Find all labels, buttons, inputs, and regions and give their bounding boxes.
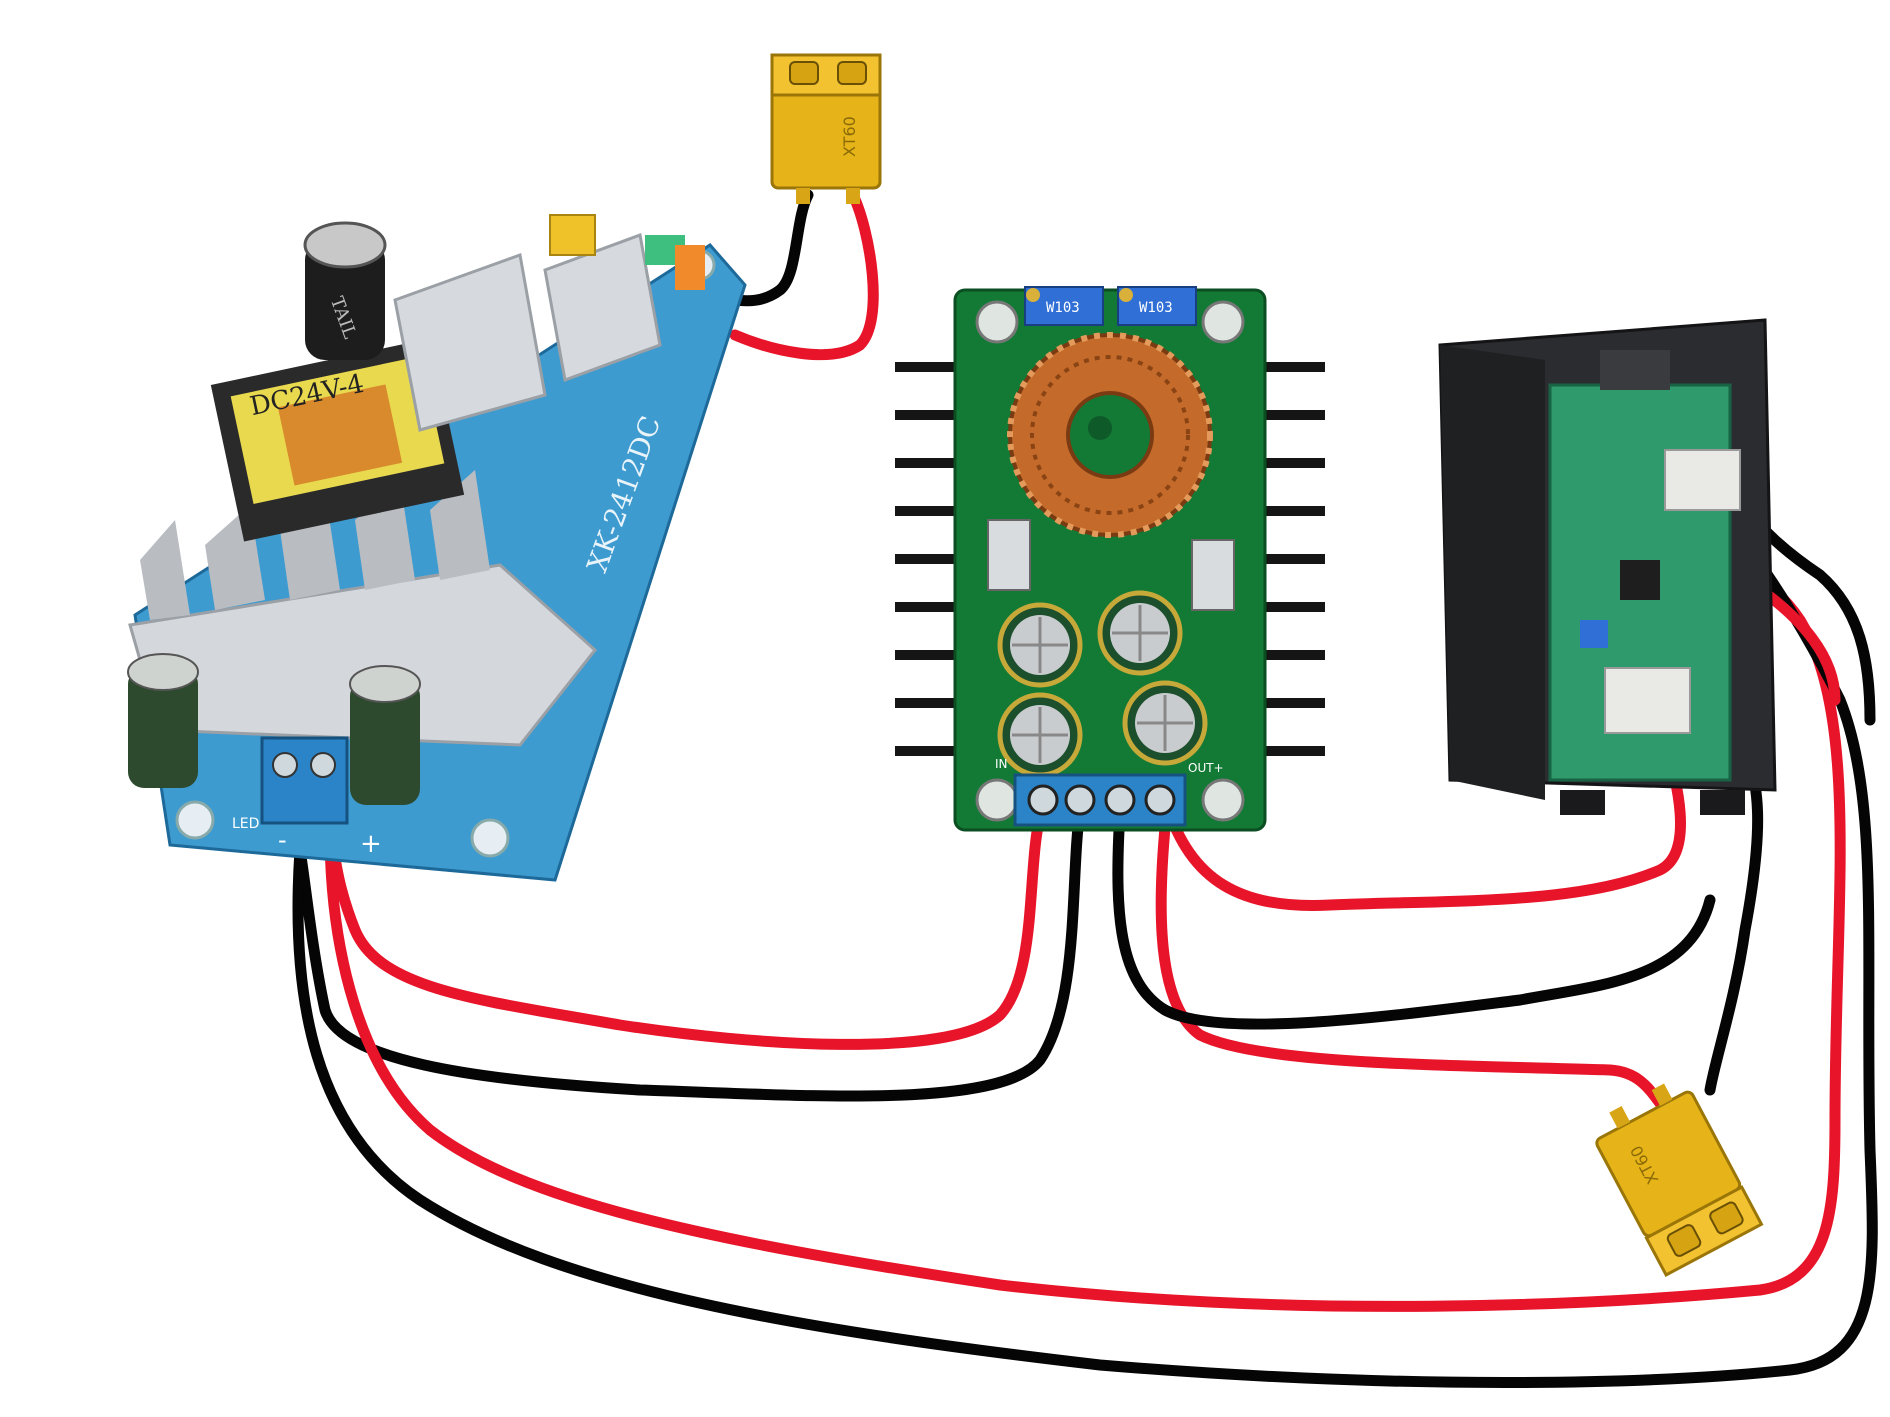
xt60-top-label: XT60 xyxy=(840,116,859,157)
xt60-connector-icon: XT60 xyxy=(1595,1083,1764,1277)
meter-chip xyxy=(1620,560,1660,600)
psu-board: DC24V-4 TAIL XK-2412DC xyxy=(127,214,747,882)
wire-black-psu-long xyxy=(292,504,1878,1388)
wire-black-converter-out xyxy=(1112,804,1716,1030)
meter-case-side xyxy=(1440,345,1545,800)
meter-foot xyxy=(1560,790,1605,815)
converter-mount-hole xyxy=(975,778,1019,822)
xt60-connector-icon: XT60 xyxy=(770,53,882,204)
psu-mount-hole xyxy=(470,818,510,858)
meter-foot xyxy=(1700,790,1745,815)
meter-jst-bottom xyxy=(1604,667,1691,734)
psu-mount-hole xyxy=(175,800,215,840)
potentiometer-icon: W103 xyxy=(1024,286,1104,326)
meter-jst-top xyxy=(1664,449,1741,511)
converter-mosfet xyxy=(1191,539,1235,611)
meter-trimmer xyxy=(1580,620,1608,648)
electrolytic-capacitor-icon xyxy=(127,653,199,788)
converter-terminal-strip xyxy=(1013,773,1187,827)
converter-mosfet xyxy=(987,519,1031,591)
psu-terminal-plus: + xyxy=(360,829,382,859)
converter-mount-hole xyxy=(975,300,1019,344)
converter-out-label: OUT+ xyxy=(1188,761,1224,775)
converter-mount-hole xyxy=(1201,300,1245,344)
electrolytic-capacitor-icon xyxy=(1097,590,1183,676)
wire-black-top-xt60 xyxy=(729,189,814,307)
psu-output-terminal: - + xyxy=(260,736,382,859)
dc-dc-converter: W103 W103 xyxy=(895,286,1325,832)
converter-mount-hole xyxy=(1201,778,1245,822)
panel-meter xyxy=(1438,318,1777,815)
electrolytic-capacitor-icon: TAIL xyxy=(303,221,387,360)
psu-orange-terminal xyxy=(675,245,705,290)
psu-yellow-cap xyxy=(549,214,596,256)
pot2-label: W103 xyxy=(1139,300,1173,316)
wire-red-psu-long xyxy=(324,554,1846,1312)
meter-clip xyxy=(1600,350,1670,390)
psu-led-label: LED xyxy=(232,816,259,832)
electrolytic-capacitor-icon xyxy=(349,665,421,805)
wire-red-converter-out-to-xt60 xyxy=(1155,799,1671,1116)
wire-red-converter-to-meter xyxy=(1161,734,1686,912)
wire-red-top-xt60 xyxy=(729,189,879,361)
wire-red-psu-to-converter-in xyxy=(324,799,1049,1050)
electrolytic-capacitor-icon xyxy=(997,692,1083,778)
converter-in-label: IN xyxy=(995,757,1008,771)
transformer-icon: DC24V-4 xyxy=(210,338,465,542)
electrolytic-capacitor-icon xyxy=(997,602,1083,688)
pot1-label: W103 xyxy=(1046,300,1080,316)
toroid-inductor-icon xyxy=(1007,332,1213,538)
wire-black-psu-to-converter-in xyxy=(294,804,1086,1102)
potentiometer-icon: W103 xyxy=(1117,286,1197,326)
psu-terminal-minus: - xyxy=(278,826,287,854)
heatsink-icon xyxy=(393,232,662,432)
electrolytic-capacitor-icon xyxy=(1122,680,1208,766)
